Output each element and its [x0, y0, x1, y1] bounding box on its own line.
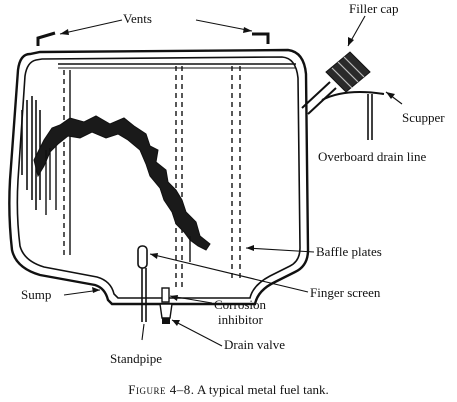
- label-corrosion-inhibitor-line1: Corrosion: [214, 297, 266, 312]
- tank-inner-shell: [16, 56, 301, 299]
- drain-valve-shape: [159, 303, 173, 319]
- figure-caption-text: A typical metal fuel tank.: [197, 382, 329, 397]
- filler-cap-body: [325, 51, 371, 93]
- label-baffle-plates: Baffle plates: [316, 244, 382, 259]
- label-overboard-drain-line: Overboard drain line: [318, 149, 427, 164]
- left-vent-tube: [36, 31, 56, 46]
- label-scupper: Scupper: [402, 110, 445, 125]
- label-finger-screen: Finger screen: [310, 285, 381, 300]
- finger-screen-shape: [137, 245, 148, 269]
- tank-outer-shell: [8, 48, 310, 306]
- label-sump: Sump: [21, 287, 52, 302]
- label-filler-cap: Filler cap: [349, 1, 399, 16]
- scupper-bowl: [321, 91, 385, 101]
- overboard-drain-pipe: [367, 94, 373, 140]
- label-corrosion-inhibitor-line2: inhibitor: [218, 312, 263, 327]
- label-standpipe: Standpipe: [110, 351, 162, 366]
- label-drain-valve: Drain valve: [224, 337, 286, 352]
- cutaway-edge: [33, 115, 211, 251]
- cutaway-drips: [45, 146, 191, 262]
- label-vents: Vents: [123, 11, 152, 26]
- filler-neck: [301, 81, 337, 115]
- figure-caption: Figure 4–8. A typical metal fuel tank.: [0, 382, 457, 398]
- arrowheads: [60, 27, 395, 326]
- corrosion-inhibitor-shape: [161, 287, 170, 303]
- figure-number: Figure 4–8.: [128, 382, 195, 397]
- right-vent-tube: [252, 32, 270, 44]
